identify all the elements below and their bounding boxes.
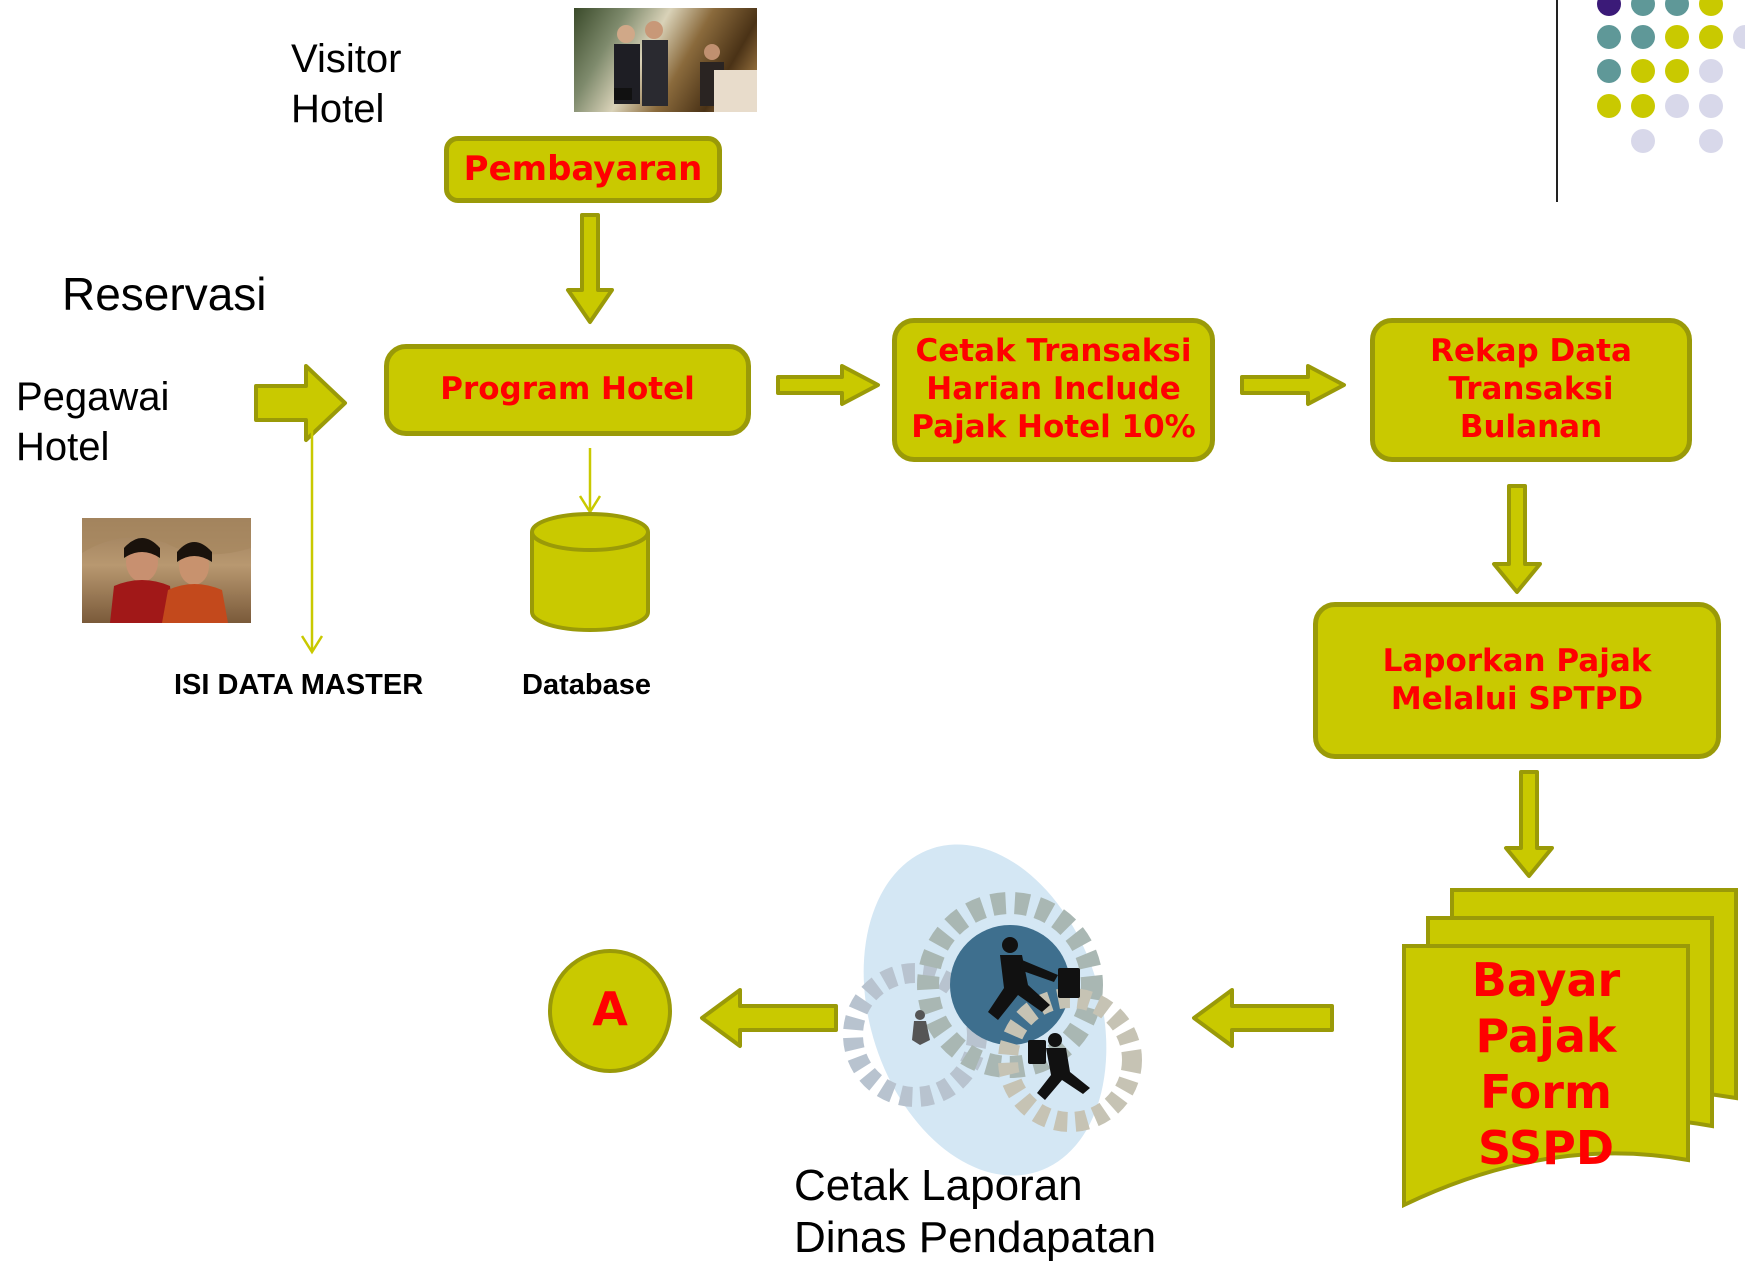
connector-a-circle: [548, 949, 672, 1073]
connector-a-label: A: [592, 982, 628, 1036]
document-stack-icon: [1402, 888, 1738, 1209]
arrow-left-clipart: [700, 988, 838, 1048]
arrow-right-pegawai: [254, 364, 347, 442]
visitor-hotel-label: Visitor Hotel: [291, 37, 402, 131]
cetak-laporan-label: Cetak Laporan Dinas Pendapatan: [794, 1161, 1157, 1262]
arrowhead-isi-data-master: [300, 635, 324, 655]
arrow-right-program: [776, 364, 880, 406]
arrow-down-rekap: [1492, 484, 1542, 594]
database-label: Database: [522, 669, 651, 701]
hotel-staff-photo: [82, 518, 251, 623]
pembayaran-box: Pembayaran: [444, 136, 722, 203]
bayar-pajak-text: Bayar Pajak Form SSPD: [1471, 953, 1621, 1176]
database-cylinder-icon: [530, 512, 650, 632]
laporkan-pajak-box: Laporkan Pajak Melalui SPTPD: [1313, 602, 1721, 759]
reservasi-label: Reservasi: [62, 268, 267, 320]
arrow-left-bayar: [1192, 988, 1334, 1048]
pegawai-hotel-label: Pegawai Hotel: [16, 375, 170, 469]
arrow-right-cetak: [1240, 364, 1346, 406]
business-gears-clipart-icon: [843, 844, 1142, 1176]
hotel-lobby-photo: [574, 8, 757, 112]
decorative-dots-icon: [1597, 0, 1745, 153]
arrow-down-pembayaran: [566, 213, 614, 324]
arrow-down-laporkan: [1504, 770, 1554, 878]
program-hotel-box: Program Hotel: [384, 344, 751, 436]
cetak-transaksi-box: Cetak Transaksi Harian Include Pajak Hot…: [892, 318, 1215, 462]
isi-data-master-label: ISI DATA MASTER: [174, 669, 424, 701]
rekap-data-box: Rekap Data Transaksi Bulanan: [1370, 318, 1692, 462]
